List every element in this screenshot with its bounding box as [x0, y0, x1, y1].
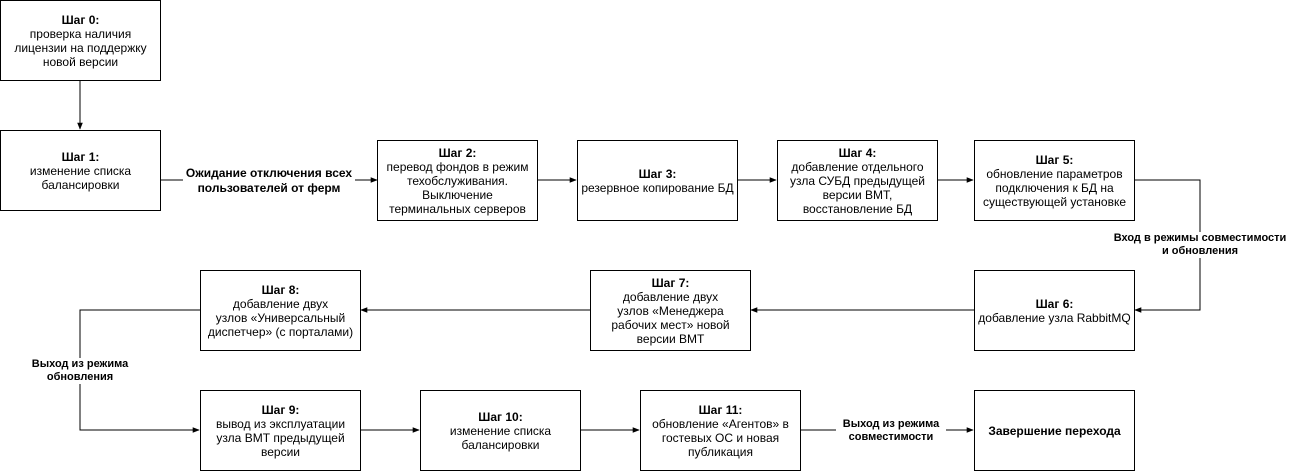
- step-text: добавление двух: [232, 296, 329, 311]
- step-text: перевод фондов в режим: [386, 159, 529, 174]
- step-text: восстановление БД: [802, 201, 913, 216]
- edge-label-compat-enter: Вход в режимы совместимости и обновления: [1111, 232, 1289, 258]
- step-text: узла ВМТ предыдущей: [216, 430, 345, 445]
- step-text: балансировки: [461, 437, 540, 452]
- step-text: изменение списка: [449, 423, 552, 438]
- step-2-box: Шаг 2: перевод фондов в режим техобслужи…: [377, 140, 538, 221]
- step-title: Шаг 10:: [478, 409, 523, 424]
- step-title: Завершение перехода: [988, 423, 1121, 438]
- step-text: узлов «Универсальный: [215, 310, 346, 325]
- step-0-box: Шаг 0: проверка наличия лицензии на подд…: [0, 0, 161, 81]
- step-text: новой версии: [42, 54, 119, 69]
- step-text: балансировки: [41, 177, 120, 192]
- step-text: добавление узла RabbitMQ: [978, 310, 1131, 325]
- step-11-box: Шаг 11: обновление «Агентов» в гостевых …: [640, 390, 801, 471]
- step-4-box: Шаг 4: добавление отдельного узла СУБД п…: [777, 140, 938, 221]
- step-text: вывод из эксплуатации: [215, 416, 346, 431]
- step-title: Шаг 0:: [61, 12, 100, 27]
- step-title: Шаг 2:: [438, 145, 477, 160]
- step-text: добавление двух: [622, 289, 719, 304]
- step-text: резервное копирование БД: [581, 180, 734, 195]
- step-3-box: Шаг 3: резервное копирование БД: [577, 140, 738, 221]
- step-1-box: Шаг 1: изменение списка балансировки: [0, 130, 161, 211]
- step-6-box: Шаг 6: добавление узла RabbitMQ: [974, 270, 1135, 351]
- step-text: обновление параметров: [986, 166, 1123, 181]
- step-text: техобслуживания.: [407, 173, 508, 188]
- step-9-box: Шаг 9: вывод из эксплуатации узла ВМТ пр…: [200, 390, 361, 471]
- step-8-box: Шаг 8: добавление двух узлов «Универсаль…: [200, 270, 361, 351]
- step-text: рабочих мест» новой: [611, 317, 730, 332]
- edge-label-update-exit: Выход из режима обновления: [28, 358, 132, 384]
- step-title: Шаг 1:: [61, 149, 100, 164]
- step-7-box: Шаг 7: добавление двух узлов «Менеджера …: [590, 270, 751, 351]
- step-text: диспетчер» (с порталами): [207, 324, 354, 339]
- step-title: Шаг 11:: [698, 402, 743, 417]
- step-title: Шаг 7:: [651, 275, 690, 290]
- edge-label-compat-exit: Выход из режима совместимости: [836, 418, 946, 444]
- step-text: проверка наличия: [29, 26, 132, 41]
- step-text: версии: [261, 444, 300, 459]
- step-text: версии ВМТ,: [822, 187, 893, 202]
- step-text: терминальных серверов: [389, 201, 526, 216]
- step-text: Выключение: [422, 187, 493, 202]
- edge-label-wait-users: Ожидание отключения всех пользователей о…: [183, 166, 355, 196]
- step-text: гостевых ОС и новая: [661, 430, 780, 445]
- step-text: лицензии на поддержку: [14, 40, 147, 55]
- step-text: добавление отдельного: [791, 159, 924, 174]
- step-title: Шаг 5:: [1035, 152, 1074, 167]
- step-title: Шаг 8:: [261, 282, 300, 297]
- step-text: обновление «Агентов» в: [652, 416, 789, 431]
- step-title: Шаг 4:: [838, 145, 877, 160]
- step-text: изменение списка: [29, 163, 132, 178]
- step-5-box: Шаг 5: обновление параметров подключения…: [974, 140, 1135, 221]
- step-text: узла СУБД предыдущей: [790, 173, 925, 188]
- step-10-box: Шаг 10: изменение списка балансировки: [420, 390, 581, 471]
- step-title: Шаг 6:: [1035, 296, 1074, 311]
- step-text: публикация: [688, 444, 753, 459]
- step-text: узлов «Менеджера: [617, 303, 724, 318]
- step-title: Шаг 3:: [638, 166, 677, 181]
- step-title: Шаг 9:: [261, 402, 300, 417]
- step-text: существующей установке: [982, 194, 1127, 209]
- step-text: подключения к БД на: [995, 180, 1114, 195]
- step-text: версии ВМТ: [636, 331, 705, 346]
- finish-box: Завершение перехода: [974, 390, 1135, 471]
